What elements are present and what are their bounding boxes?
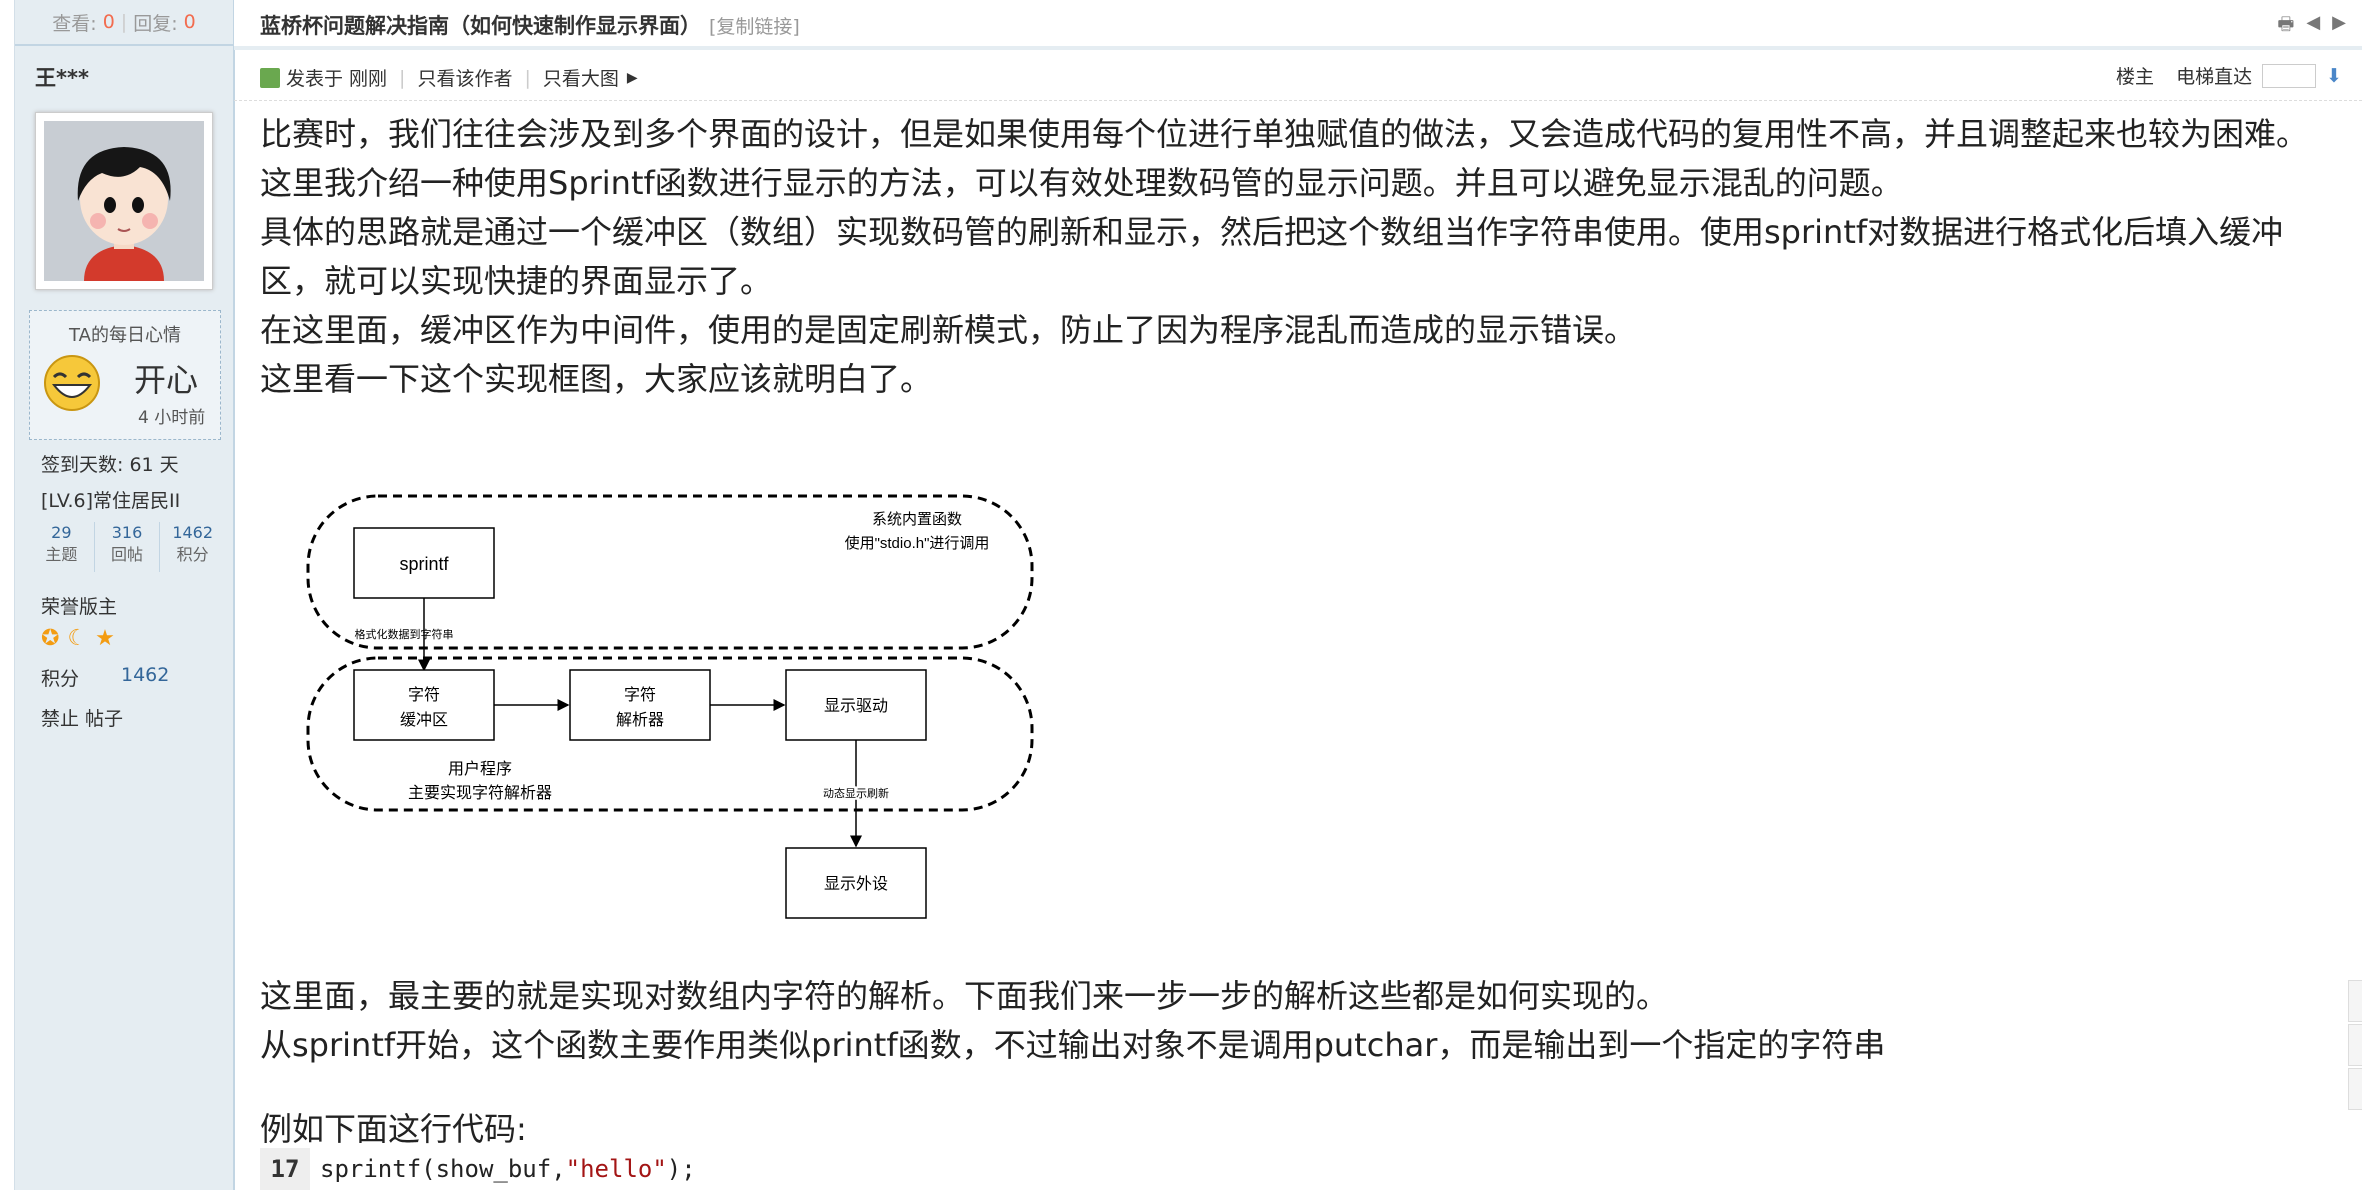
stat-points[interactable]: 1462 积分 bbox=[160, 522, 225, 572]
parser-box bbox=[569, 669, 711, 741]
paragraph: 这里面，最主要的就是实现对数组内字符的解析。下面我们来一步一步的解析这些都是如何… bbox=[260, 977, 1669, 1015]
code-string: "hello" bbox=[565, 1155, 667, 1183]
buffer-box bbox=[353, 669, 495, 741]
paragraph: 在这里面，缓冲区作为中间件，使用的是固定刷新模式，防止了因为程序混乱而造成的显示… bbox=[260, 311, 1637, 349]
views-count: 0 bbox=[102, 11, 115, 33]
format-note: 格式化数据到字符串 bbox=[355, 627, 454, 641]
code-line-number: 17 bbox=[260, 1148, 310, 1190]
example-label: 例如下面这行代码: bbox=[260, 1110, 527, 1148]
user-level[interactable]: [LV.6]常住居民II bbox=[41, 490, 181, 512]
views-label: 查看: bbox=[52, 12, 97, 35]
points-label: 积分 bbox=[41, 668, 80, 690]
thread-title: 蓝桥杯问题解决指南（如何快速制作显示界面） [复制链接] bbox=[260, 10, 800, 40]
user-program-1: 用户程序 bbox=[448, 760, 512, 778]
online-status-icon bbox=[260, 67, 280, 88]
user-stats: 29 主题 316 回帖 1462 积分 bbox=[29, 522, 225, 572]
float-tab[interactable] bbox=[2348, 1068, 2362, 1110]
system-note-1: 系统内置函数 bbox=[872, 511, 962, 528]
only-author-link[interactable]: 只看该作者 bbox=[417, 68, 513, 90]
post-body-continued: 这里面，最主要的就是实现对数组内字符的解析。下面我们来一步一步的解析这些都是如何… bbox=[260, 972, 2320, 1070]
author-sidebar: 查看: 0 | 回复: 0 王*** TA的每日心情 bbox=[14, 0, 235, 1190]
thread-stats: 查看: 0 | 回复: 0 bbox=[15, 0, 233, 46]
paragraph: 具体的思路就是通过一个缓冲区（数组）实现数码管的刷新和显示，然后把这个数组当作字… bbox=[260, 213, 2284, 300]
only-images-link[interactable]: 只看大图 bbox=[542, 68, 619, 90]
star-icon: ★ bbox=[95, 626, 115, 651]
stat-topics-label: 主题 bbox=[45, 545, 78, 564]
stat-replies[interactable]: 316 回帖 bbox=[95, 522, 161, 572]
post-nav: 楼主 电梯直达 ⬇ bbox=[2116, 62, 2342, 89]
code-end: ); bbox=[666, 1155, 696, 1183]
avatar-frame[interactable] bbox=[35, 112, 213, 290]
code-text: sprintf(show_buf,"hello"); bbox=[310, 1148, 696, 1190]
stat-topics-num[interactable]: 29 bbox=[51, 523, 72, 542]
caret-right-icon: ▶ bbox=[626, 69, 638, 86]
rank-medals: ✪ ☾ ★ bbox=[41, 626, 115, 651]
post-meta-bar: 发表于 刚刚 | 只看该作者 | 只看大图 ▶ 楼主 电梯直达 ⬇ bbox=[234, 58, 2362, 101]
thread-header: 蓝桥杯问题解决指南（如何快速制作显示界面） [复制链接] 🖶 ◀ ▶ bbox=[234, 0, 2362, 50]
thread-tools: 🖶 ◀ ▶ bbox=[2277, 12, 2346, 42]
sprintf-label: sprintf bbox=[399, 554, 449, 574]
code-call: sprintf(show_buf, bbox=[320, 1155, 566, 1183]
mood-time: 4 小时前 bbox=[138, 408, 206, 428]
refresh-note: 动态显示刷新 bbox=[823, 786, 889, 800]
user-region bbox=[306, 656, 1034, 812]
post-meta: 发表于 刚刚 | 只看该作者 | 只看大图 ▶ bbox=[260, 64, 638, 91]
signin-days: 签到天数: 61 天 bbox=[41, 454, 179, 476]
buffer-label-2: 缓冲区 bbox=[400, 711, 448, 729]
divider: | bbox=[399, 66, 406, 89]
points-value: 1462 bbox=[121, 664, 170, 686]
moon-icon: ☾ bbox=[67, 626, 88, 651]
system-region bbox=[306, 494, 1034, 650]
system-note-2: 使用"stdio.h"进行调用 bbox=[845, 535, 990, 552]
paragraph: 比赛时，我们往往会涉及到多个界面的设计，但是如果使用每个位进行单独赋值的做法，又… bbox=[260, 115, 2309, 153]
peripheral-label: 显示外设 bbox=[824, 875, 888, 893]
stat-replies-num[interactable]: 316 bbox=[111, 523, 143, 542]
jump-arrow-icon[interactable]: ⬇ bbox=[2326, 64, 2342, 87]
float-tab[interactable] bbox=[2348, 1024, 2362, 1066]
post-time: 发表于 刚刚 bbox=[286, 68, 388, 90]
driver-label: 显示驱动 bbox=[824, 697, 888, 715]
stat-replies-label: 回帖 bbox=[111, 545, 144, 564]
parser-label-2: 解析器 bbox=[616, 711, 664, 729]
buffer-label-1: 字符 bbox=[408, 686, 440, 704]
avatar[interactable] bbox=[44, 121, 204, 281]
stat-points-num[interactable]: 1462 bbox=[172, 523, 214, 542]
sun-icon: ✪ bbox=[41, 626, 60, 651]
side-float-tabs bbox=[2348, 980, 2362, 1110]
print-icon[interactable]: 🖶 bbox=[2277, 14, 2295, 35]
driver-box bbox=[785, 669, 927, 741]
float-tab[interactable] bbox=[2348, 980, 2362, 1022]
paragraph: 这里我介绍一种使用Sprintf函数进行显示的方法，可以有效处理数码管的显示问题… bbox=[260, 164, 1903, 202]
block-diagram: sprintf 系统内置函数 使用"stdio.h"进行调用 格式化数据到字符串… bbox=[306, 494, 1034, 919]
daily-mood: TA的每日心情 开心 4 小时前 bbox=[29, 310, 221, 440]
post-body: 比赛时，我们往往会涉及到多个界面的设计，但是如果使用每个位进行单独赋值的做法，又… bbox=[260, 110, 2320, 404]
peripheral-box bbox=[785, 847, 927, 919]
stat-points-label: 积分 bbox=[176, 545, 209, 564]
thread-title-text: 蓝桥杯问题解决指南（如何快速制作显示界面） bbox=[260, 14, 701, 38]
next-thread-icon[interactable]: ▶ bbox=[2332, 12, 2346, 33]
copy-link[interactable]: [复制链接] bbox=[709, 16, 800, 38]
divider: | bbox=[120, 11, 128, 33]
parser-label-1: 字符 bbox=[624, 686, 656, 704]
mood-title: TA的每日心情 bbox=[69, 325, 181, 346]
jump-floor-input[interactable] bbox=[2262, 63, 2317, 88]
author-name[interactable]: 王*** bbox=[35, 66, 89, 90]
avatar-image bbox=[44, 121, 204, 281]
paragraph: 这里看一下这个实现框图，大家应该就明白了。 bbox=[260, 360, 933, 398]
moderation-actions[interactable]: 禁止 帖子 bbox=[41, 708, 124, 730]
code-block: 17 sprintf(show_buf,"hello"); bbox=[260, 1148, 696, 1190]
user-program-2: 主要实现字符解析器 bbox=[408, 784, 552, 802]
floor-label: 楼主 bbox=[2116, 66, 2155, 88]
replies-count: 0 bbox=[183, 11, 196, 33]
smiley-icon bbox=[42, 353, 102, 413]
honor-title: 荣誉版主 bbox=[41, 596, 118, 618]
stat-topics[interactable]: 29 主题 bbox=[29, 522, 95, 572]
paragraph: 从sprintf开始，这个函数主要作用类似printf函数，不过输出对象不是调用… bbox=[260, 1026, 1886, 1064]
mood-value: 开心 bbox=[134, 361, 199, 399]
replies-label: 回复: bbox=[133, 12, 178, 35]
jump-label: 电梯直达 bbox=[2176, 66, 2253, 88]
previous-thread-icon[interactable]: ◀ bbox=[2306, 12, 2321, 33]
divider: | bbox=[524, 66, 531, 89]
